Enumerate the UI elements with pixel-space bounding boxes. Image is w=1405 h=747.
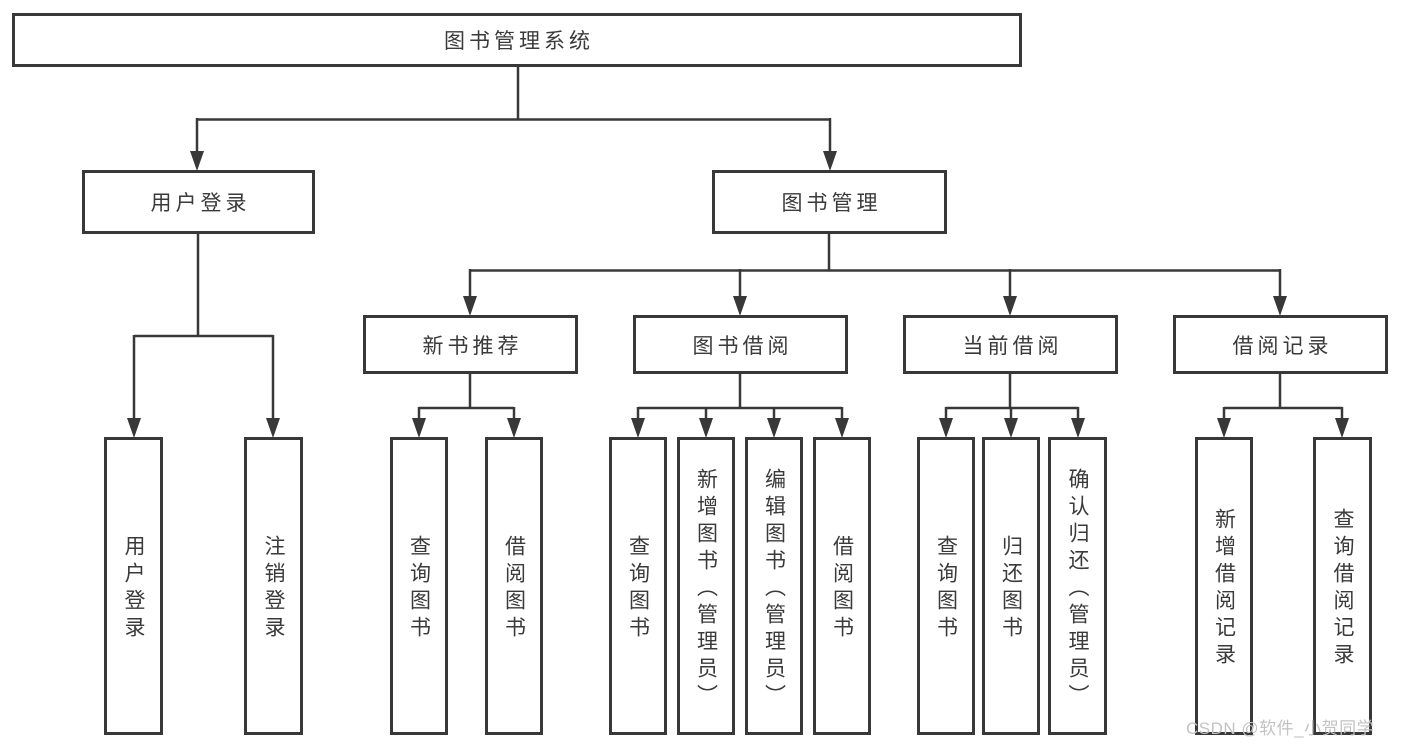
leaf-label: 用户登录 [122, 535, 145, 643]
leaf-current-confirm-return-admin: 确认归还（管理员） [1048, 437, 1107, 735]
leaf-label: 编辑图书（管理员） [762, 467, 786, 711]
node-book-borrow: 图书借阅 [633, 315, 848, 374]
leaf-borrow-query-book: 查询图书 [609, 437, 667, 735]
leaf-current-return-book: 归还图书 [982, 437, 1040, 735]
node-library-management-system: 图书管理系统 [12, 13, 1022, 67]
leaf-recommend-query-book: 查询图书 [390, 437, 448, 735]
leaf-recommend-borrow-book: 借阅图书 [485, 437, 543, 735]
leaf-logout: 注销登录 [244, 437, 303, 735]
leaf-current-query-book: 查询图书 [917, 437, 975, 735]
node-label: 新书推荐 [422, 334, 523, 358]
node-current-borrow: 当前借阅 [903, 315, 1118, 374]
leaf-label: 借阅图书 [502, 535, 526, 643]
leaf-label: 查询图书 [407, 535, 431, 643]
node-user-login: 用户登录 [82, 170, 315, 234]
leaf-borrow-borrow-book: 借阅图书 [813, 437, 871, 735]
node-label: 用户登录 [150, 192, 251, 215]
leaf-label: 新增图书（管理员） [694, 467, 718, 711]
node-label: 当前借阅 [962, 334, 1063, 358]
node-label: 借阅记录 [1232, 334, 1333, 358]
leaf-label: 注销登录 [262, 535, 285, 643]
leaf-label: 查询图书 [934, 535, 958, 643]
node-book-management: 图书管理 [712, 170, 947, 234]
leaf-label: 借阅图书 [830, 535, 854, 643]
node-label: 图书管理 [781, 192, 882, 215]
node-new-book-recommend: 新书推荐 [363, 315, 578, 374]
leaf-label: 查询图书 [626, 535, 650, 643]
leaf-borrow-edit-book-admin: 编辑图书（管理员） [745, 437, 803, 735]
leaf-label: 查询借阅记录 [1331, 508, 1354, 670]
node-label: 图书管理系统 [444, 30, 594, 53]
leaf-borrow-add-book-admin: 新增图书（管理员） [677, 437, 735, 735]
node-borrow-records: 借阅记录 [1173, 315, 1388, 374]
leaf-records-add-record: 新增借阅记录 [1195, 437, 1253, 735]
node-label: 图书借阅 [692, 334, 793, 358]
leaf-label: 归还图书 [999, 535, 1023, 643]
leaf-user-login: 用户登录 [104, 437, 163, 735]
leaf-label: 新增借阅记录 [1212, 508, 1236, 670]
leaf-records-query-record: 查询借阅记录 [1313, 437, 1372, 735]
leaf-label: 确认归还（管理员） [1066, 467, 1089, 711]
csdn-watermark: CSDN @软件_小贺同学 [1186, 719, 1375, 738]
